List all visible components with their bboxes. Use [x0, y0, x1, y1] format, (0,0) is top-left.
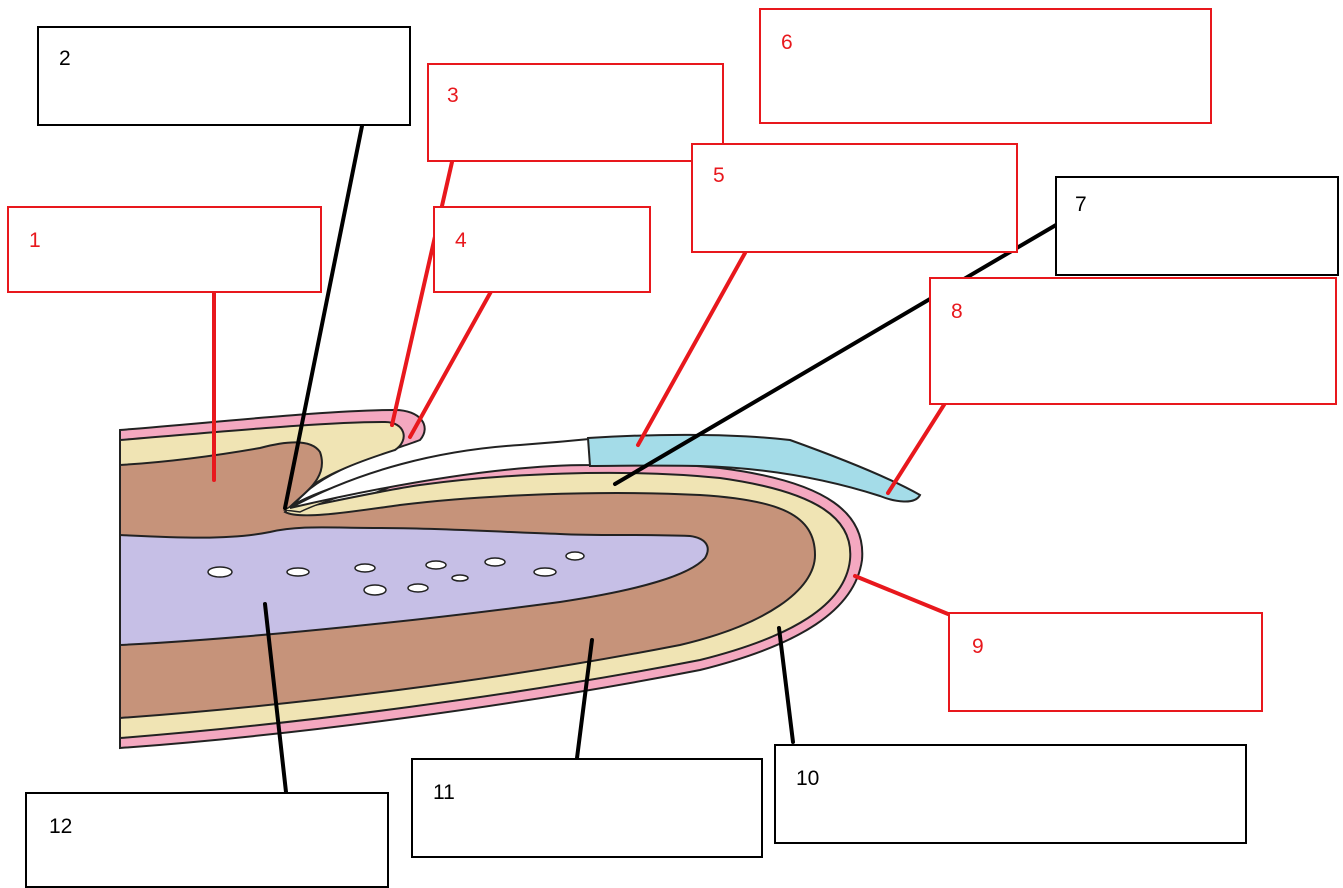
leader-line-3 [390, 160, 454, 427]
label-box-4[interactable]: 4 [433, 206, 651, 293]
leader-line-11 [575, 638, 594, 760]
leader-line-12 [263, 602, 288, 794]
label-number-6: 6 [781, 31, 793, 54]
label-box-3[interactable]: 3 [427, 63, 724, 162]
label-box-2[interactable]: 2 [37, 26, 411, 126]
label-number-4: 4 [455, 229, 467, 252]
label-number-2: 2 [59, 47, 71, 70]
label-number-9: 9 [972, 635, 984, 658]
bone-openings [207, 551, 585, 596]
label-box-8[interactable]: 8 [929, 277, 1337, 405]
leader-line-10 [777, 626, 795, 744]
label-box-11[interactable]: 11 [411, 758, 763, 858]
leader-line-9 [853, 574, 950, 616]
label-number-11: 11 [433, 781, 455, 804]
label-number-3: 3 [447, 84, 459, 107]
label-box-5[interactable]: 5 [691, 143, 1018, 253]
label-box-9[interactable]: 9 [948, 612, 1263, 712]
leader-line-7 [613, 223, 1058, 486]
label-number-7: 7 [1075, 193, 1087, 216]
label-box-10[interactable]: 10 [774, 744, 1247, 844]
label-number-8: 8 [951, 300, 963, 323]
label-box-12[interactable]: 12 [25, 792, 389, 888]
label-number-10: 10 [796, 767, 820, 790]
label-box-6[interactable]: 6 [759, 8, 1212, 124]
label-number-12: 12 [49, 815, 73, 838]
leader-lines [212, 124, 1058, 794]
label-box-1[interactable]: 1 [7, 206, 322, 293]
label-number-5: 5 [713, 164, 725, 187]
label-box-7[interactable]: 7 [1055, 176, 1339, 276]
leader-line-2 [283, 124, 364, 510]
leader-line-5 [636, 251, 747, 447]
nail-plate-outline [289, 436, 602, 509]
leader-line-4 [408, 268, 505, 439]
label-number-1: 1 [29, 229, 41, 252]
